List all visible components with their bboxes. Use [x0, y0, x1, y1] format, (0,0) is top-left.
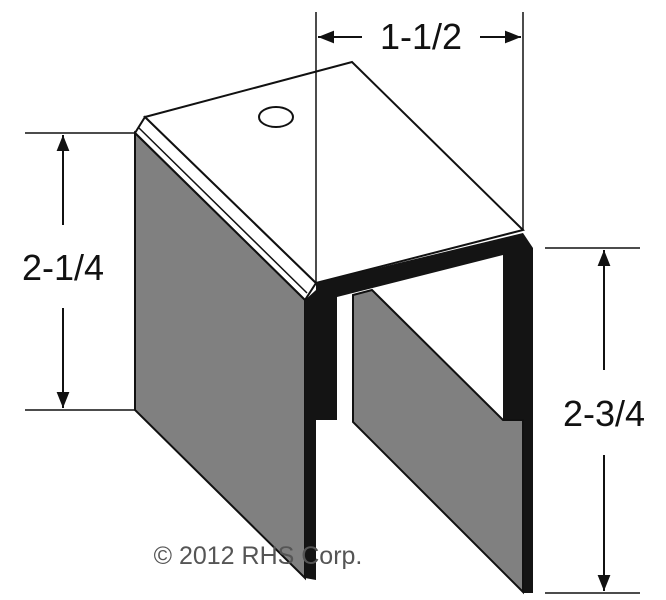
right-height-label: 2-3/4 — [563, 393, 645, 434]
channel-front-edge — [316, 233, 533, 593]
right-side-panel — [352, 288, 524, 595]
copyright-text: © 2012 RHS Corp. — [154, 542, 363, 570]
left-height-dimension: 2-1/4 — [22, 132, 135, 411]
left-height-label: 2-1/4 — [22, 247, 104, 288]
right-height-dimension: 2-3/4 — [545, 247, 645, 594]
width-dimension: 1-1/2 — [315, 12, 524, 283]
left-side-panel — [133, 115, 337, 581]
width-label: 1-1/2 — [380, 16, 462, 57]
mounting-hole — [258, 106, 294, 128]
